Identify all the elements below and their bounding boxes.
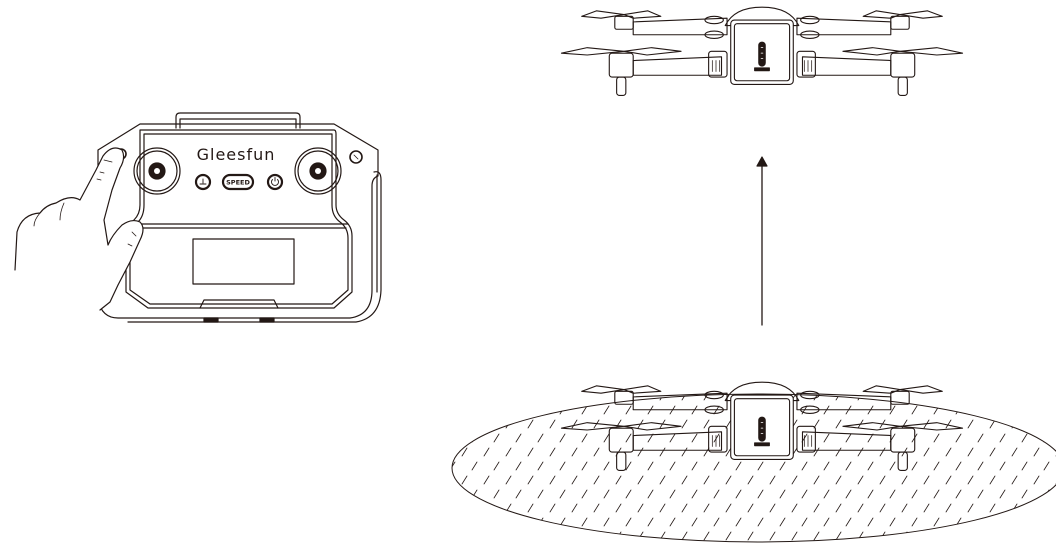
hand-icon [14,147,144,311]
speed-label: SPEED [226,179,250,187]
arrow-up-icon [756,156,768,326]
power-icon [271,177,279,186]
drone-hovering [560,6,964,97]
right-joystick-icon [294,147,342,195]
drone-on-ground [451,381,1056,543]
takeoff-landing-icon [199,178,207,185]
remote-controller: Gleesfun SPEED [97,112,382,323]
left-joystick-icon [133,147,181,195]
lcd-screen [192,238,295,285]
speed-button[interactable]: SPEED [221,173,255,191]
takeoff-landing-button[interactable] [194,173,212,191]
right-shoulder-button[interactable] [349,150,363,164]
power-button[interactable] [266,173,284,191]
brand-label: Gleesfun [197,145,276,164]
